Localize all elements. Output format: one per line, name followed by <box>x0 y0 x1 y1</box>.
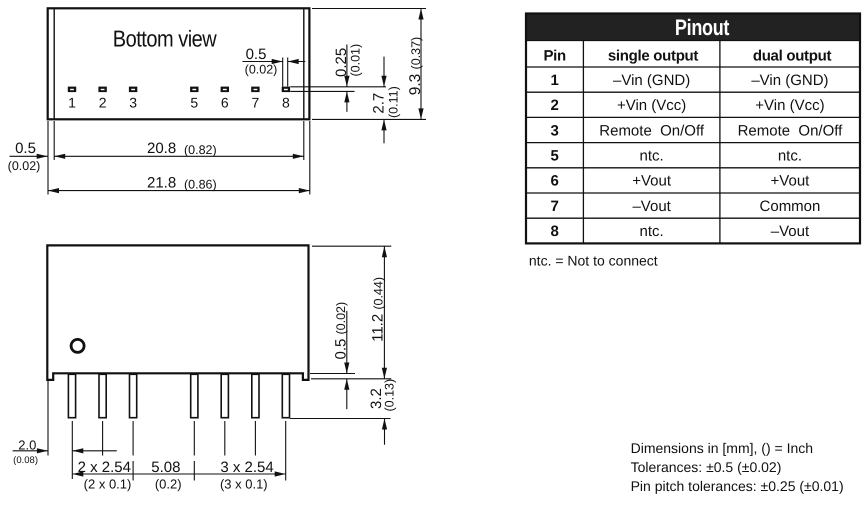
svg-text:1: 1 <box>551 72 559 89</box>
svg-text:Pin pitch tolerances: ±0.25 (±: Pin pitch tolerances: ±0.25 (±0.01) <box>631 478 844 494</box>
svg-text:5.08: 5.08 <box>151 459 180 476</box>
svg-text:1: 1 <box>68 95 76 111</box>
svg-text:(0.82): (0.82) <box>184 143 217 157</box>
svg-text:3: 3 <box>129 95 137 111</box>
svg-text:(0.01): (0.01) <box>349 44 363 77</box>
svg-text:2: 2 <box>551 97 559 114</box>
svg-text:ntc. = Not to connect: ntc. = Not to connect <box>529 253 658 269</box>
svg-text:Pin: Pin <box>543 48 566 65</box>
svg-text:Dimensions in [mm], () = Inch: Dimensions in [mm], () = Inch <box>631 440 813 456</box>
svg-text:3.2: 3.2 <box>368 388 385 409</box>
svg-text:+Vin (Vcc): +Vin (Vcc) <box>755 97 824 114</box>
svg-text:0.5: 0.5 <box>333 339 350 360</box>
svg-text:ntc.: ntc. <box>778 148 802 165</box>
svg-text:7: 7 <box>551 198 559 215</box>
svg-text:(0.2): (0.2) <box>155 476 182 491</box>
svg-text:(0.02): (0.02) <box>245 62 278 76</box>
svg-text:8: 8 <box>282 95 290 111</box>
svg-text:0.5: 0.5 <box>246 46 267 63</box>
svg-text:21.8: 21.8 <box>147 175 176 192</box>
svg-text:(0.08): (0.08) <box>13 455 38 466</box>
svg-text:–Vout: –Vout <box>771 223 810 240</box>
svg-text:6: 6 <box>551 173 559 190</box>
svg-text:2 x 2.54: 2 x 2.54 <box>78 459 131 476</box>
svg-text:8: 8 <box>551 223 559 240</box>
svg-text:+Vin (Vcc): +Vin (Vcc) <box>617 97 686 114</box>
svg-text:(0.86): (0.86) <box>184 178 217 192</box>
svg-text:5: 5 <box>190 95 198 111</box>
svg-text:2: 2 <box>99 95 107 111</box>
svg-text:Tolerances: ±0.5 (±0.02): Tolerances: ±0.5 (±0.02) <box>631 459 782 475</box>
svg-text:9.3 (0.37): 9.3 (0.37) <box>407 37 424 96</box>
svg-text:(0.02): (0.02) <box>8 159 41 173</box>
svg-text:+Vout: +Vout <box>771 173 811 190</box>
svg-text:2.7: 2.7 <box>370 93 387 114</box>
svg-text:0.5: 0.5 <box>15 140 36 157</box>
svg-text:3 x 2.54: 3 x 2.54 <box>220 459 273 476</box>
svg-text:(0.13): (0.13) <box>383 379 397 412</box>
svg-text:Bottom view: Bottom view <box>113 27 217 52</box>
svg-text:11.2 (0.44): 11.2 (0.44) <box>369 277 386 342</box>
svg-text:–Vin (GND): –Vin (GND) <box>613 72 690 89</box>
svg-text:ntc.: ntc. <box>640 148 664 165</box>
svg-text:6: 6 <box>221 95 229 111</box>
svg-text:–Vin (GND): –Vin (GND) <box>751 72 828 89</box>
svg-text:ntc.: ntc. <box>640 223 664 240</box>
svg-text:2.0: 2.0 <box>18 437 36 452</box>
svg-text:(0.02): (0.02) <box>334 302 348 335</box>
svg-text:Common: Common <box>760 198 821 215</box>
svg-text:5: 5 <box>551 148 559 165</box>
svg-text:3: 3 <box>551 122 559 139</box>
svg-text:Remote On/Off: Remote On/Off <box>599 122 705 139</box>
svg-text:dual output: dual output <box>753 48 832 65</box>
svg-text:single output: single output <box>608 48 699 65</box>
svg-text:(3 x 0.1): (3 x 0.1) <box>220 476 268 491</box>
svg-text:7: 7 <box>252 95 260 111</box>
svg-text:0.25: 0.25 <box>333 48 350 77</box>
svg-text:–Vout: –Vout <box>632 198 671 215</box>
svg-text:Pinout: Pinout <box>675 15 729 40</box>
svg-text:+Vout: +Vout <box>632 173 672 190</box>
svg-text:20.8: 20.8 <box>147 140 176 157</box>
svg-text:Remote On/Off: Remote On/Off <box>738 122 844 139</box>
svg-text:(0.11): (0.11) <box>387 86 401 118</box>
svg-text:(2 x 0.1): (2 x 0.1) <box>84 476 132 491</box>
